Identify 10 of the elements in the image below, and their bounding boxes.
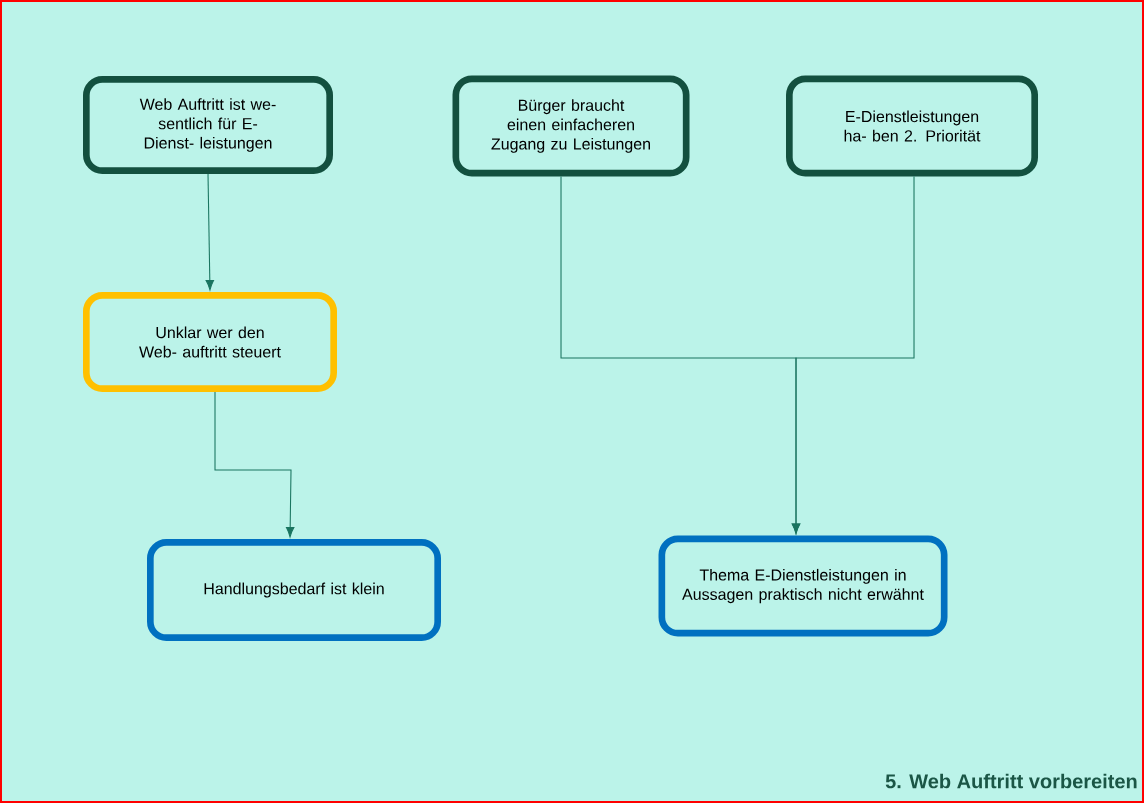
rounded-box: Bürger braucht einen einfacheren Zugang zu Leistungen xyxy=(452,75,690,177)
arrow xyxy=(205,173,215,291)
rounded-box: Web Auftritt ist we- sentlich für E-Dienst- leistungen xyxy=(83,76,333,174)
rounded-box: Unklar wer den Web- auftritt steuert xyxy=(83,292,337,392)
title: 5. Web Auftritt vorbereiten xyxy=(885,773,1137,789)
rounded-box: E-Dienstleistungen ha- ben 2. Priorität xyxy=(786,75,1038,177)
arrow xyxy=(791,175,915,534)
rounded-box: Handlungsbedarf ist klein xyxy=(147,539,441,641)
rounded-box: Thema E-Dienstleistungen in Aussagen praktisch nicht erwähnt xyxy=(658,535,948,637)
arrow xyxy=(214,391,295,538)
